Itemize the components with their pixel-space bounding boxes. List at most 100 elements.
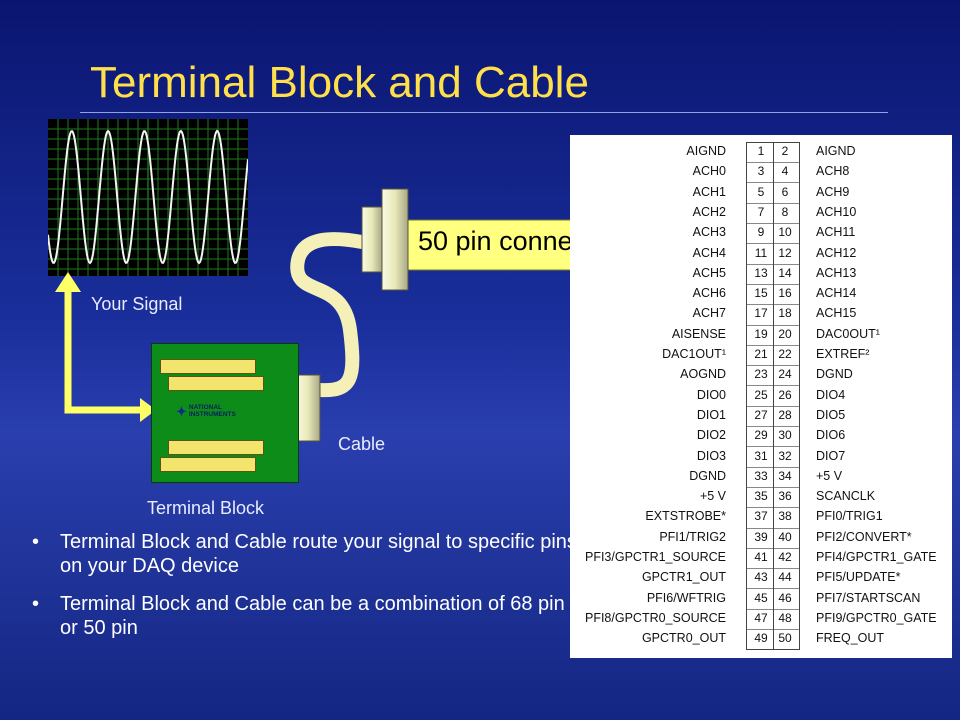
pin-signal-left: DAC1OUT¹ (662, 347, 726, 361)
pin-number-even: 16 (778, 286, 792, 301)
pin-number-even: 50 (778, 631, 792, 646)
terminal-block-label: Terminal Block (147, 498, 265, 518)
bullet-list: • Terminal Block and Cable route your sig… (32, 530, 577, 654)
pin-number-odd: 45 (754, 590, 768, 605)
pin-number-even: 10 (778, 225, 792, 240)
pin-number-even: 30 (778, 428, 792, 443)
pin-number-even: 38 (778, 509, 792, 524)
title-divider (80, 112, 888, 113)
pin-number-odd: 23 (754, 367, 768, 382)
terminal-slot (160, 359, 256, 374)
pin-signal-right: PFI5/UPDATE* (816, 570, 901, 585)
bullet-text: Terminal Block and Cable route your sign… (60, 531, 577, 577)
pin-number-odd: 5 (757, 184, 765, 199)
pin-signal-left: ACH0 (692, 164, 726, 179)
terminal-slot (160, 457, 256, 472)
pin-number-even: 22 (778, 347, 792, 361)
terminal-slot (168, 376, 264, 391)
pin-signal-left: DGND (689, 468, 726, 483)
bullet-marker: • (32, 593, 40, 615)
pin-number-odd: 19 (754, 326, 768, 341)
eagle-icon: ✦ (176, 403, 187, 419)
pin-signal-left: +5 V (699, 489, 726, 504)
pin-signal-left: ACH4 (692, 245, 726, 260)
pin-signal-left: ACH5 (692, 265, 726, 280)
pin-signal-left: DIO1 (696, 407, 726, 422)
pin-number-odd: 17 (754, 306, 768, 321)
top-plug-body (361, 206, 383, 273)
bullet-item: • Terminal Block and Cable can be a combi… (32, 592, 577, 640)
pin-signal-right: +5 V (816, 468, 843, 483)
pin-signal-left: GPCTR1_OUT (641, 570, 726, 585)
your-signal-label: Your Signal (91, 294, 183, 314)
pin-number-even: 46 (778, 590, 792, 605)
pin-signal-left: GPCTR0_OUT (641, 631, 726, 646)
pin-signal-right: DIO6 (816, 428, 846, 443)
top-plug-shell (381, 188, 409, 291)
pin-number-even: 42 (778, 550, 792, 564)
pin-number-odd: 27 (754, 407, 768, 422)
pin-number-odd: 31 (754, 448, 768, 463)
pin-number-odd: 39 (754, 529, 768, 544)
pin-number-even: 12 (778, 245, 792, 260)
pin-number-odd: 1 (757, 144, 765, 158)
pin-number-odd: 35 (754, 489, 768, 504)
pin-signal-right: FREQ_OUT (816, 631, 885, 646)
pin-number-odd: 49 (754, 631, 768, 646)
pin-signal-right: ACH8 (816, 164, 850, 179)
pin-signal-left: AOGND (680, 367, 726, 382)
pin-signal-left: AISENSE (671, 326, 726, 341)
pin-number-even: 8 (781, 204, 789, 219)
pin-number-odd: 15 (754, 286, 768, 301)
pin-number-odd: 7 (757, 204, 765, 219)
slide-title: Terminal Block and Cable (90, 58, 589, 107)
pin-number-even: 28 (778, 407, 792, 422)
pin-number-odd: 9 (757, 225, 765, 240)
pin-signal-right: PFI0/TRIG1 (816, 509, 883, 524)
pin-signal-left: ACH2 (692, 204, 726, 219)
bullet-item: • Terminal Block and Cable route your sig… (32, 530, 577, 578)
pin-number-even: 20 (778, 326, 792, 341)
pin-number-odd: 41 (754, 550, 768, 564)
pin-number-even: 34 (778, 468, 792, 483)
pin-signal-left: PFI6/WFTRIG (646, 590, 726, 605)
pin-signal-right: PFI2/CONVERT* (816, 529, 912, 544)
cable-label: Cable (338, 434, 386, 454)
pin-number-odd: 13 (754, 265, 768, 280)
pin-number-odd: 43 (754, 570, 768, 585)
pin-signal-right: PFI4/GPCTR1_GATE (816, 550, 937, 564)
pin-number-even: 40 (778, 529, 792, 544)
pin-signal-right: PFI7/STARTSCAN (816, 590, 921, 605)
pin-number-even: 44 (778, 570, 792, 585)
pin-number-even: 2 (781, 144, 789, 158)
pin-number-odd: 21 (754, 347, 768, 361)
pin-signal-right: PFI9/GPCTR0_GATE (816, 610, 937, 625)
pin-number-even: 6 (781, 184, 789, 199)
pin-signal-right: ACH14 (816, 286, 857, 301)
pin-number-even: 32 (778, 448, 792, 463)
pin-signal-right: ACH10 (816, 204, 857, 219)
pin-signal-left: ACH3 (692, 225, 726, 240)
pin-number-odd: 11 (754, 245, 768, 260)
pin-column-divider (773, 143, 774, 649)
pin-signal-left: PFI8/GPCTR0_SOURCE (584, 610, 726, 625)
pin-signal-left: DIO0 (696, 387, 726, 402)
pin-signal-right: DIO4 (816, 387, 846, 402)
pin-signal-right: ACH15 (816, 306, 857, 321)
bullet-text: Terminal Block and Cable can be a combin… (60, 593, 565, 639)
bullet-marker: • (32, 531, 40, 553)
sine-wave (48, 129, 248, 265)
pin-number-odd: 33 (754, 468, 768, 483)
pin-number-even: 36 (778, 489, 792, 504)
pin-signal-right: ACH9 (816, 184, 850, 199)
pin-signal-left: PFI1/TRIG2 (659, 529, 726, 544)
pin-signal-right: DGND (816, 367, 853, 382)
terminal-slot (168, 440, 264, 455)
board-plug-body (295, 374, 321, 442)
pin-number-odd: 3 (757, 164, 765, 179)
pin-number-odd: 25 (754, 387, 768, 402)
pin-signal-right: SCANCLK (816, 489, 876, 504)
